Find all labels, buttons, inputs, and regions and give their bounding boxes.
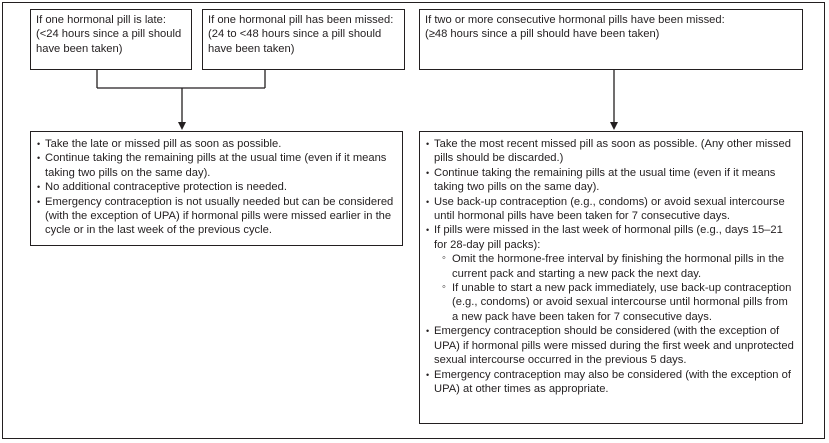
box-pill-missed-one: If one hormonal pill has been missed: (2… <box>202 9 405 70</box>
box-pill-late: If one hormonal pill is late: (<24 hours… <box>30 9 192 70</box>
right-action-subitem: If unable to start a new pack immediatel… <box>442 280 796 324</box>
left-action-item: Take the late or missed pill as soon as … <box>37 137 396 152</box>
right-action-item-text: If pills were missed in the last week of… <box>434 224 783 251</box>
right-action-item: Continue taking the remaining pills at t… <box>426 166 796 195</box>
box-pill-missed-one-title: If one hormonal pill has been missed: <box>208 14 394 26</box>
box-left-actions: Take the late or missed pill as soon as … <box>30 131 403 246</box>
diagram-frame <box>2 2 825 439</box>
right-action-list: Take the most recent missed pill as soon… <box>426 137 796 396</box>
right-action-item: Use back-up contraception (e.g., condoms… <box>426 195 796 224</box>
right-action-item-with-sublist: If pills were missed in the last week of… <box>426 223 796 324</box>
box-pill-late-title: If one hormonal pill is late: <box>36 14 166 26</box>
left-action-item: Continue taking the remaining pills at t… <box>37 151 396 180</box>
box-pill-missed-one-detail: (24 to <48 hours since a pill should hav… <box>208 28 382 55</box>
left-action-item: Emergency contraception is not usually n… <box>37 195 396 238</box>
box-pill-late-detail: (<24 hours since a pill should have been… <box>36 28 182 55</box>
right-action-item: Emergency contraception should be consid… <box>426 324 796 367</box>
left-action-list: Take the late or missed pill as soon as … <box>37 137 396 238</box>
left-action-item: No additional contraceptive protection i… <box>37 180 396 195</box>
box-right-actions: Take the most recent missed pill as soon… <box>419 131 803 424</box>
right-action-subitem: Omit the hormone-free interval by finish… <box>442 251 796 281</box>
right-action-item: Take the most recent missed pill as soon… <box>426 137 796 166</box>
box-pills-missed-two-detail: (≥48 hours since a pill should have been… <box>425 28 660 41</box>
box-pills-missed-two-title: If two or more consecutive hormonal pill… <box>425 14 725 26</box>
box-pills-missed-two: If two or more consecutive hormonal pill… <box>419 9 803 70</box>
right-action-item: Emergency contraception may also be cons… <box>426 368 796 397</box>
right-action-sublist: Omit the hormone-free interval by finish… <box>434 251 796 324</box>
